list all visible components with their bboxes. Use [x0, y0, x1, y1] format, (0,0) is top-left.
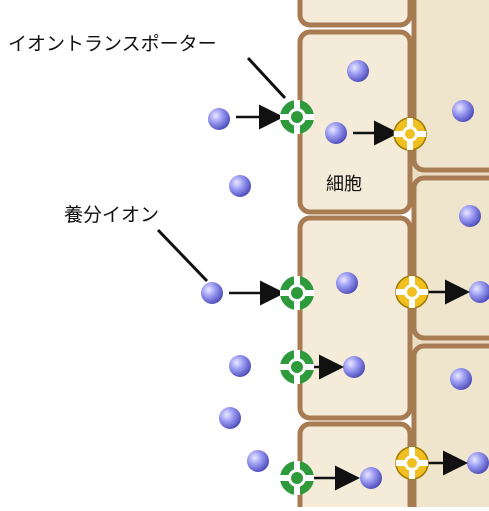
- cell-wall: [411, 0, 489, 173]
- nutrient-callout-line: [156, 228, 209, 283]
- ion-sphere-icon: [452, 100, 474, 122]
- ion-sphere-icon: [325, 122, 347, 144]
- transporter-ring-gap-icon: [395, 275, 429, 309]
- ion-sphere-icon: [208, 108, 230, 130]
- ion-sphere-icon: [229, 175, 251, 197]
- transporter-ring-gap-icon: [280, 350, 314, 384]
- transporter-ring-gap-icon: [395, 446, 429, 480]
- cell-wall: [297, 0, 413, 28]
- ion-sphere-icon: [467, 452, 489, 474]
- transporters: [280, 100, 429, 495]
- ion-sphere-icon: [360, 467, 382, 489]
- ion-sphere-icon: [469, 281, 489, 303]
- ion-sphere-icon: [459, 205, 481, 227]
- nutrient-ion-label: 養分イオン: [64, 204, 160, 226]
- cell-wall: [411, 175, 489, 341]
- ion-sphere-icon: [247, 450, 269, 472]
- transporter-ring-gap-icon: [280, 461, 314, 495]
- transporter-ring-gap-icon: [393, 117, 427, 151]
- ion-sphere-icon: [450, 368, 472, 390]
- transporter-ring-gap-icon: [280, 276, 314, 310]
- ion-sphere-icon: [336, 272, 358, 294]
- transporter-callout-line: [246, 56, 287, 100]
- transporter-ring-gap-icon: [280, 100, 314, 134]
- cell-label: 細胞: [326, 174, 362, 195]
- ion-sphere-icon: [219, 407, 241, 429]
- ion-sphere-icon: [229, 355, 251, 377]
- cell-wall: [297, 421, 413, 511]
- inner-cell-column: [411, 0, 489, 511]
- ions: [201, 60, 489, 489]
- transporter-label: イオントランスポーター: [8, 33, 217, 55]
- ion-sphere-icon: [347, 60, 369, 82]
- cell-wall: [297, 215, 413, 421]
- cell-wall: [411, 343, 489, 511]
- ion-sphere-icon: [201, 282, 223, 304]
- ion-sphere-icon: [343, 356, 365, 378]
